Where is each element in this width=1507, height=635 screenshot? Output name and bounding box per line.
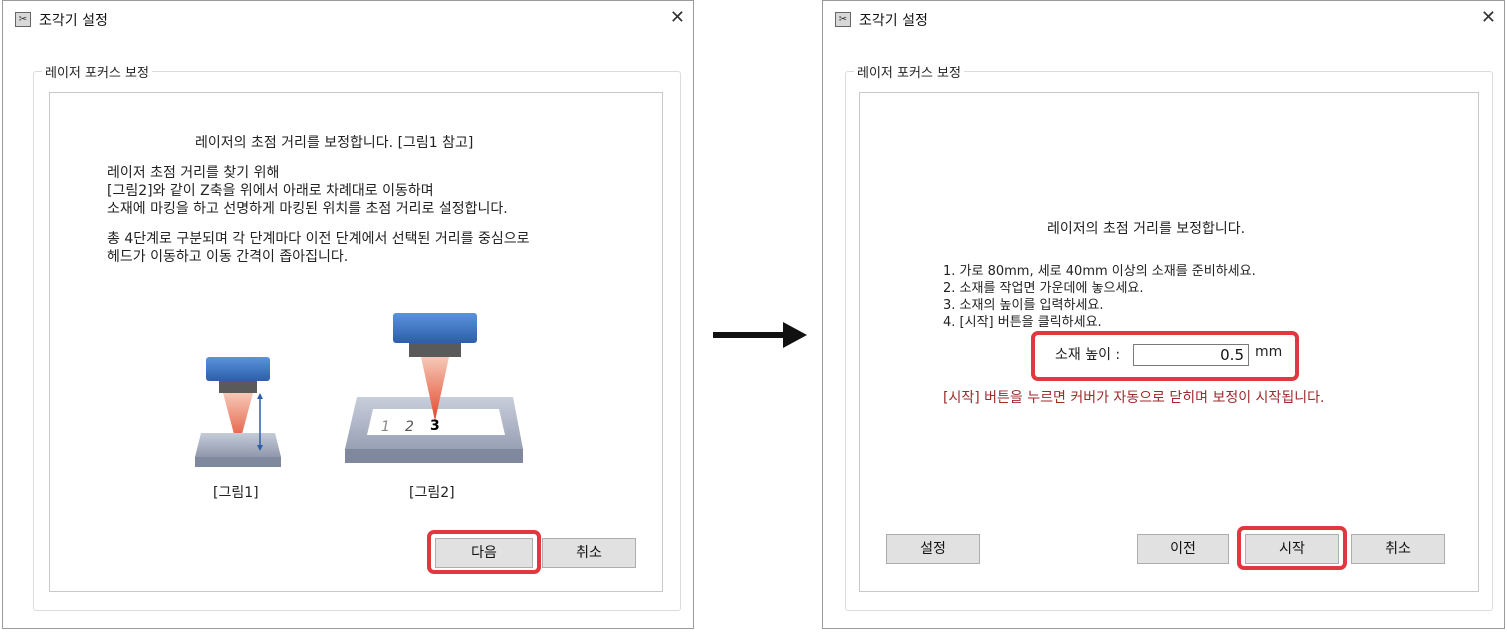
title-bar: ✂ 조각기 설정 ✕: [3, 1, 693, 37]
figure2-caption: [그림2]: [409, 485, 455, 501]
settings-button[interactable]: 설정: [886, 534, 980, 564]
close-icon[interactable]: ✕: [1480, 7, 1496, 28]
para1-line2: [그림2]와 같이 Z축을 위에서 아래로 차례대로 이동하며: [107, 183, 434, 199]
para1-line3: 소재에 마킹을 하고 선명하게 마킹된 위치를 초점 거리로 설정합니다.: [107, 201, 508, 217]
group-title: 레이저 포커스 보정: [854, 62, 964, 81]
content-panel: [859, 92, 1479, 592]
previous-button[interactable]: 이전: [1137, 534, 1229, 564]
intro-heading: 레이저의 초점 거리를 보정합니다. [그림1 참고]: [195, 135, 474, 151]
step-1: 1. 가로 80mm, 세로 40mm 이상의 소재를 준비하세요.: [943, 264, 1256, 279]
figure2-step-1: 1: [381, 419, 390, 435]
height-field-highlight: [1031, 331, 1299, 381]
next-button[interactable]: 다음: [435, 538, 533, 568]
dialog-step2: ✂ 조각기 설정 ✕ 레이저 포커스 보정 레이저의 초점 거리를 보정합니다.…: [822, 0, 1505, 629]
start-button-highlight: [1237, 526, 1347, 570]
engraver-app-icon: ✂: [15, 12, 31, 27]
focus-calibration-group: 레이저 포커스 보정: [33, 62, 681, 611]
height-label: 소재 높이 :: [1055, 347, 1121, 363]
focus-calibration-group: 레이저 포커스 보정: [845, 62, 1493, 611]
para1-line1: 레이저 초점 거리를 찾기 위해: [107, 165, 280, 181]
group-title: 레이저 포커스 보정: [42, 62, 152, 81]
engraver-app-icon: ✂: [835, 12, 851, 27]
intro-heading: 레이저의 초점 거리를 보정합니다.: [1047, 221, 1246, 237]
next-button-highlight: [427, 530, 541, 574]
step-2: 2. 소재를 작업면 가운데에 놓으세요.: [943, 281, 1144, 296]
figure2-laser-illustration: [345, 313, 523, 463]
figure1-laser-illustration: [195, 357, 281, 467]
arrow-right-icon: [713, 322, 807, 348]
step-3: 3. 소재의 높이를 입력하세요.: [943, 298, 1104, 313]
start-warning: [시작] 버튼을 누르면 커버가 자동으로 닫히며 보정이 시작됩니다.: [943, 390, 1325, 406]
para2-line1: 총 4단계로 구분되며 각 단계마다 이전 단계에서 선택된 거리를 중심으로: [107, 231, 530, 247]
step-4: 4. [시작] 버튼을 클릭하세요.: [943, 315, 1102, 330]
content-panel: [49, 92, 663, 592]
figure2-step-3: 3: [430, 418, 440, 434]
dialog-title: 조각기 설정: [859, 13, 928, 29]
para2-line2: 헤드가 이동하고 이동 간격이 좁아집니다.: [107, 249, 349, 265]
dialog-title: 조각기 설정: [39, 13, 108, 29]
figure2-step-2: 2: [405, 419, 414, 435]
height-input[interactable]: [1133, 344, 1249, 366]
close-icon[interactable]: ✕: [669, 7, 685, 28]
dialog-step1: ✂ 조각기 설정 ✕ 레이저 포커스 보정 레이저의 초점 거리를 보정합니다.…: [2, 0, 694, 629]
height-unit: mm: [1255, 344, 1283, 360]
cancel-button[interactable]: 취소: [1351, 534, 1445, 564]
title-bar: ✂ 조각기 설정 ✕: [823, 1, 1504, 37]
cancel-button[interactable]: 취소: [542, 538, 636, 568]
start-button[interactable]: 시작: [1245, 534, 1339, 564]
figure1-caption: [그림1]: [213, 485, 259, 501]
